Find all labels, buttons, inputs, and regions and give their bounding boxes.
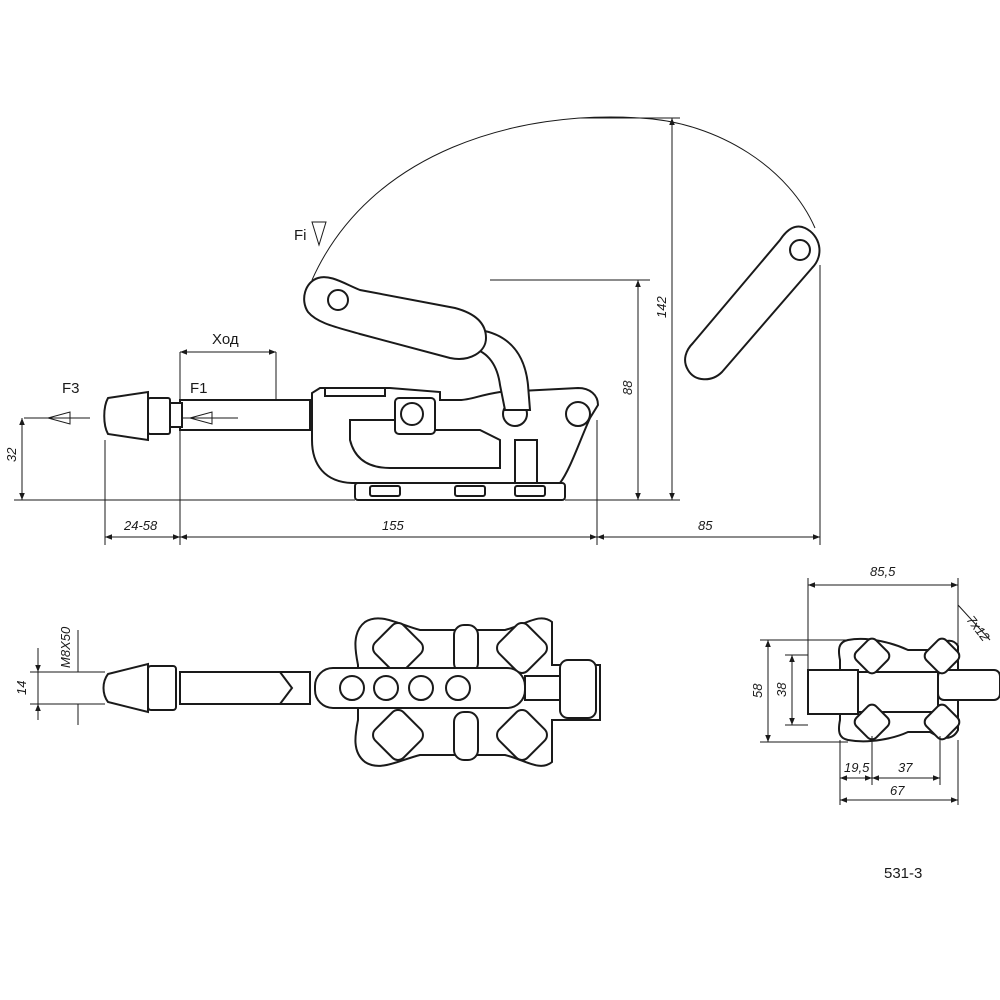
model-code: 531-3 [884,865,922,882]
side-view: F3 F1 Fi Ход 32 88 142 24-58 155 85 [4,116,821,545]
force-label-f3: F3 [62,380,80,397]
force-label-fi: Fi [294,227,307,244]
dim-width-67: 67 [890,783,905,798]
dim-14: 14 [14,681,29,695]
handle-grip-open [684,225,821,381]
dim-height-58: 58 [750,683,765,698]
force-label-f1: F1 [190,380,208,397]
end-view: 85,5 7x12 58 38 19,5 37 67 [750,564,1000,805]
dim-len-155: 155 [382,518,404,533]
stroke-label: Ход [212,331,239,348]
plunger-tip [103,390,149,442]
top-view: 14 M8X50 [14,617,601,767]
thread-label: M8X50 [58,626,73,668]
dim-width-85-5: 85,5 [870,564,896,579]
handle-grip [303,276,488,360]
dim-width-19-5: 19,5 [844,760,870,775]
dim-height-38: 38 [774,682,789,697]
dim-height-142: 142 [654,296,669,318]
dim-slot-7x12: 7x12 [964,613,994,645]
handle-link [468,328,532,411]
dim-height-88: 88 [620,380,635,395]
dim-width-37: 37 [898,760,913,775]
dim-height-32: 32 [4,447,19,462]
dim-len-24-58: 24-58 [123,518,158,533]
top-mounting-pads [372,622,548,761]
handle-swing-arc [311,116,816,281]
dim-len-85: 85 [698,518,713,533]
